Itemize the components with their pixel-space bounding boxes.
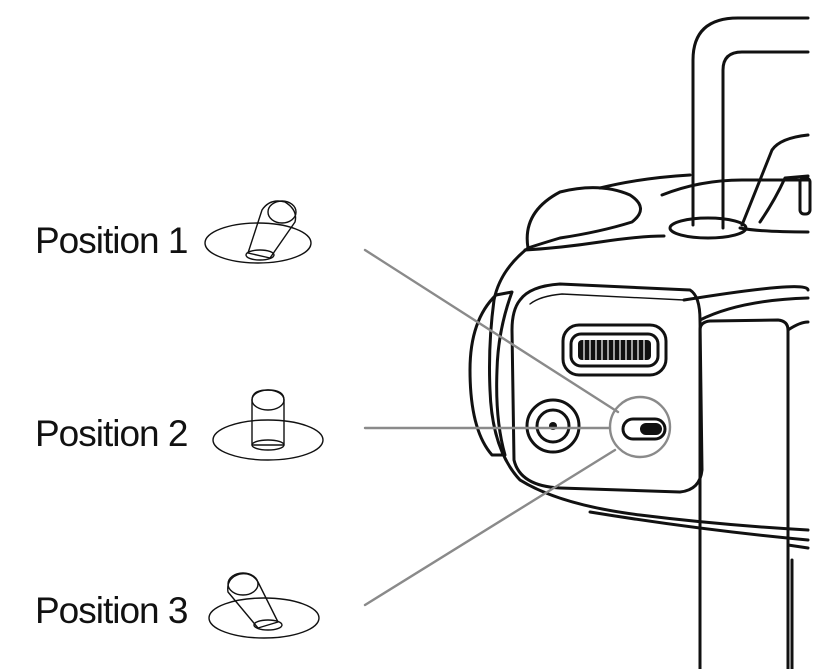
handle-bar: [691, 16, 810, 227]
controller-body: [488, 246, 810, 532]
position-3-label: Position 3: [35, 590, 188, 631]
scroll-wheel: [561, 323, 668, 377]
toggle-tilted-back-icon: [204, 200, 312, 264]
position-1-group: Position 1: [35, 200, 312, 264]
leader-line-position-3: [363, 448, 617, 607]
leader-line-position-1: [363, 248, 620, 414]
round-button: [525, 398, 581, 454]
toggle-upright-icon: [212, 389, 324, 461]
shoulder-bumper: [525, 186, 642, 250]
position-3-group: Position 3: [35, 572, 320, 639]
position-2-group: Position 2: [35, 389, 324, 461]
device-toggle-switch: [621, 417, 667, 441]
position-1-label: Position 1: [35, 220, 188, 261]
position-2-label: Position 2: [35, 413, 188, 454]
antenna-bar: [698, 318, 810, 669]
toggle-tilted-forward-icon: [208, 572, 320, 639]
remote-controller-illustration: [468, 16, 812, 669]
